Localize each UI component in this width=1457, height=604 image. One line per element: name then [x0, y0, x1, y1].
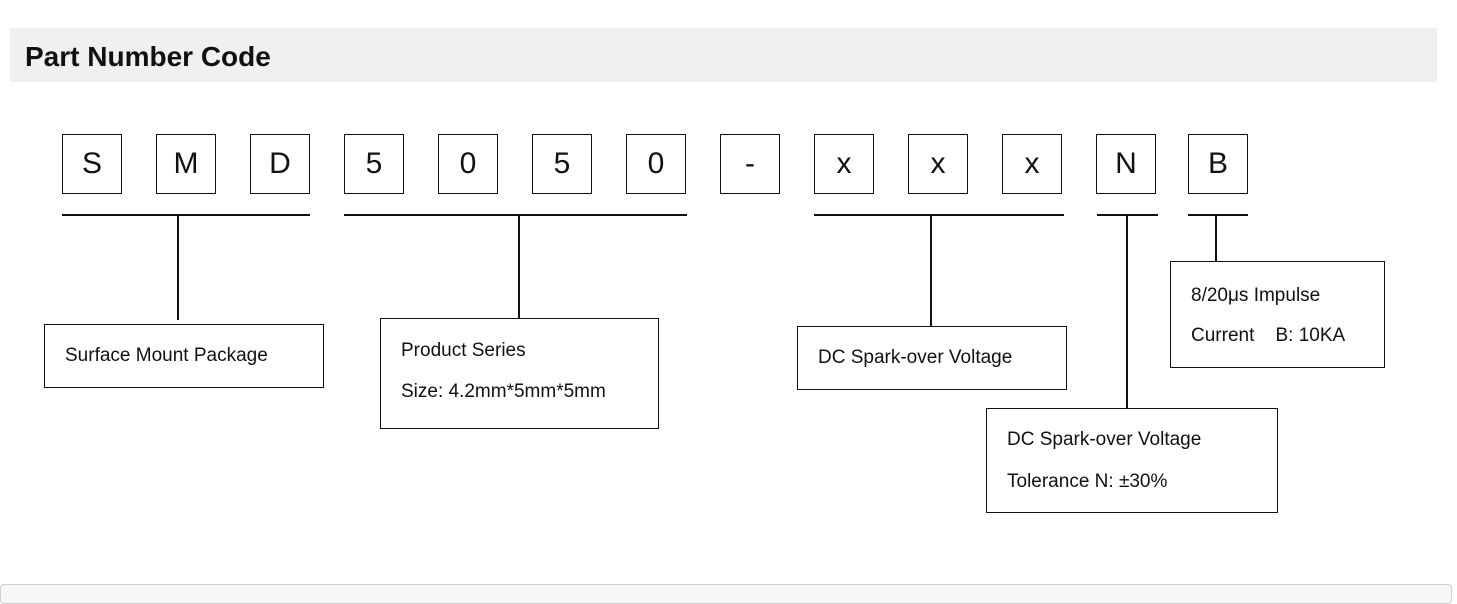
- tolerance-value-text: Tolerance N: ±30%: [1007, 471, 1168, 492]
- code-char-box: 5: [344, 134, 404, 194]
- code-char-box: S: [62, 134, 122, 194]
- next-section-panel: [0, 584, 1452, 604]
- package-description-box: Surface Mount Package: [44, 324, 324, 388]
- code-char-box: D: [250, 134, 310, 194]
- series-description-text: Product Series: [401, 340, 526, 361]
- voltage-description-text: DC Spark-over Voltage: [818, 347, 1013, 368]
- impulse-description-text: 8/20μs Impulse: [1191, 285, 1321, 306]
- bracket-line: [1188, 214, 1248, 216]
- voltage-description-box: DC Spark-over Voltage: [797, 326, 1067, 390]
- section-title: Part Number Code: [25, 41, 271, 72]
- code-char-box: x: [908, 134, 968, 194]
- code-char-box: x: [814, 134, 874, 194]
- connector-line: [930, 215, 932, 327]
- connector-line: [518, 215, 520, 319]
- connector-line: [1215, 215, 1217, 262]
- code-char-box: M: [156, 134, 216, 194]
- code-char-box: B: [1188, 134, 1248, 194]
- code-char-box: 0: [438, 134, 498, 194]
- code-char-box: 0: [626, 134, 686, 194]
- impulse-description-box: 8/20μs Impulse Current B: 10KA: [1170, 261, 1385, 368]
- series-size-text: Size: 4.2mm*5mm*5mm: [401, 381, 606, 402]
- code-char-box: N: [1096, 134, 1156, 194]
- code-char-box: 5: [532, 134, 592, 194]
- section-header: Part Number Code: [10, 28, 1437, 82]
- bracket-line: [344, 214, 687, 216]
- bracket-line: [814, 214, 1064, 216]
- tolerance-description-text: DC Spark-over Voltage: [1007, 429, 1202, 450]
- package-description-text: Surface Mount Package: [65, 345, 268, 366]
- bracket-line: [62, 214, 310, 216]
- impulse-current-text: Current B: 10KA: [1191, 325, 1346, 346]
- code-char-box: x: [1002, 134, 1062, 194]
- code-char-box: -: [720, 134, 780, 194]
- series-description-box: Product Series Size: 4.2mm*5mm*5mm: [380, 318, 659, 429]
- tolerance-description-box: DC Spark-over Voltage Tolerance N: ±30%: [986, 408, 1278, 513]
- connector-line: [177, 215, 179, 320]
- connector-line: [1126, 215, 1128, 409]
